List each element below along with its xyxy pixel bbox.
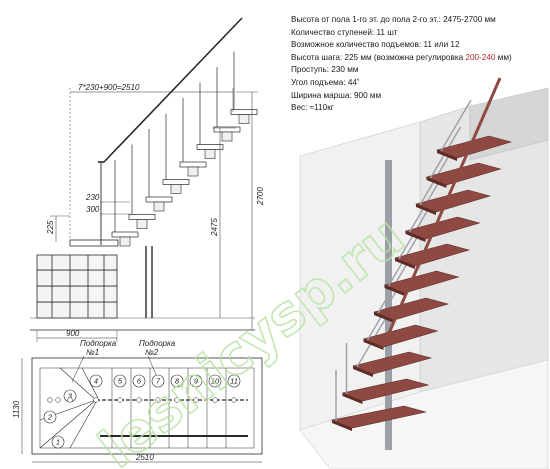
iso-tread-edge bbox=[363, 339, 384, 350]
step-number-marker bbox=[189, 374, 203, 388]
iso-tread-edge bbox=[384, 285, 405, 296]
spec-going: Проступь: 230 мм bbox=[291, 65, 359, 75]
step-number-label: 11 bbox=[230, 377, 238, 386]
iso-baluster bbox=[440, 99, 472, 152]
support-bolt bbox=[212, 397, 218, 403]
step-number-marker bbox=[208, 374, 222, 388]
step-number-marker bbox=[89, 374, 103, 388]
iso-tread-edge bbox=[405, 231, 426, 242]
side-step-bracket bbox=[136, 219, 148, 229]
step-number-label: 7 bbox=[156, 377, 161, 386]
dim-going-230: 230 bbox=[85, 193, 100, 202]
step-number-label: 1 bbox=[56, 438, 60, 447]
step-number-marker bbox=[170, 374, 184, 388]
side-step-tread bbox=[196, 144, 224, 150]
dim-height-2700: 2700 bbox=[256, 187, 265, 206]
spec-rises-count: Возможное количество подъемов: 11 или 12 bbox=[291, 40, 460, 50]
support-bolt bbox=[174, 397, 180, 403]
step-number-marker bbox=[227, 374, 241, 388]
dim-plan-length: 2510 bbox=[135, 453, 154, 462]
support-bolt bbox=[136, 397, 142, 403]
support-bolt bbox=[117, 397, 123, 403]
step-number-label: 4 bbox=[94, 377, 98, 386]
step-number-label: 6 bbox=[137, 377, 142, 386]
step-number-label: 3 bbox=[68, 392, 73, 401]
side-step-bracket bbox=[170, 184, 182, 194]
support-1-number: №1 bbox=[86, 348, 99, 357]
spec-step-height-prefix: Высота шага: 225 мм (возможна регулировк… bbox=[291, 52, 466, 62]
step-number-marker bbox=[132, 374, 146, 388]
iso-tread-edge bbox=[395, 258, 415, 269]
support-bolt bbox=[231, 397, 237, 403]
support-1-title: Подпорка bbox=[80, 339, 117, 348]
side-step-tread bbox=[128, 214, 156, 220]
step-number-label: 8 bbox=[175, 377, 180, 386]
support-bolt bbox=[193, 397, 199, 403]
spec-steps-count: Количество ступеней: 11 шт bbox=[291, 27, 398, 37]
dim-height-2475: 2475 bbox=[210, 218, 219, 237]
side-elevation-view bbox=[30, 17, 258, 342]
iso-tread-edge bbox=[332, 420, 352, 431]
side-step-tread bbox=[179, 161, 207, 168]
side-step-bracket bbox=[119, 236, 131, 247]
isometric-view bbox=[299, 77, 549, 469]
step-number-label: 9 bbox=[194, 377, 199, 386]
plan-step-markers: 1 2 3 4 5 6 7 8 9 10 11 bbox=[43, 374, 241, 449]
support-2-number: №2 bbox=[145, 348, 159, 357]
step-number-marker bbox=[43, 410, 57, 424]
support-bolt bbox=[93, 397, 99, 403]
side-step-bracket bbox=[204, 149, 216, 159]
side-step-tread bbox=[162, 179, 190, 185]
step-number-label: 5 bbox=[118, 377, 123, 386]
spec-weight: Вес: ≈110кг bbox=[291, 103, 334, 113]
side-step-tread bbox=[111, 231, 139, 238]
dim-plan-width: 1130 bbox=[12, 400, 21, 418]
support-bolt bbox=[155, 397, 161, 403]
step-number-label: 10 bbox=[211, 377, 220, 386]
iso-tread bbox=[404, 216, 481, 240]
spec-step-height-suffix: мм) bbox=[495, 52, 512, 62]
side-step-bracket bbox=[221, 131, 233, 142]
spec-step-height-range: 200-240 bbox=[465, 52, 496, 62]
dim-total-length: 7*230+900=2510 bbox=[78, 83, 140, 92]
side-step-group bbox=[111, 51, 258, 247]
side-step-bracket bbox=[187, 166, 199, 177]
step-number-marker bbox=[113, 374, 127, 388]
side-step-tread bbox=[145, 196, 173, 203]
side-step-tread bbox=[213, 126, 241, 133]
dim-width-300: 300 bbox=[86, 205, 100, 214]
spec-step-height: Высота шага: 225 мм (возможна регулировк… bbox=[291, 52, 546, 65]
support-bolt bbox=[47, 397, 53, 403]
side-step-bracket bbox=[238, 114, 250, 124]
iso-tread-edge bbox=[437, 150, 457, 161]
spec-width: Ширина марша: 900 мм bbox=[291, 90, 382, 100]
side-step-tread bbox=[230, 109, 258, 115]
dim-width-900: 900 bbox=[66, 329, 80, 338]
step-number-marker bbox=[51, 435, 65, 449]
iso-tread-edge bbox=[342, 393, 363, 404]
spec-angle: Угол подъема: 44˚ bbox=[291, 77, 360, 87]
dim-rise-225: 225 bbox=[46, 220, 55, 235]
step-number-label: 2 bbox=[47, 413, 53, 422]
iso-tread-edge bbox=[353, 366, 373, 377]
iso-tread-edge bbox=[416, 204, 436, 215]
support-2-title: Подпорка bbox=[139, 339, 176, 348]
iso-tread-edge bbox=[374, 312, 394, 323]
step-number-marker bbox=[151, 374, 165, 388]
specifications-panel: Высота от пола 1-го эт. до пола 2-го эт.… bbox=[291, 14, 546, 115]
iso-tread-edge bbox=[426, 177, 447, 188]
spec-floor-height: Высота от пола 1-го эт. до пола 2-го эт.… bbox=[291, 15, 496, 24]
support-bolt bbox=[67, 397, 73, 403]
plan-view bbox=[21, 355, 263, 463]
side-step-bracket bbox=[153, 201, 165, 212]
support-bolt bbox=[55, 397, 61, 403]
